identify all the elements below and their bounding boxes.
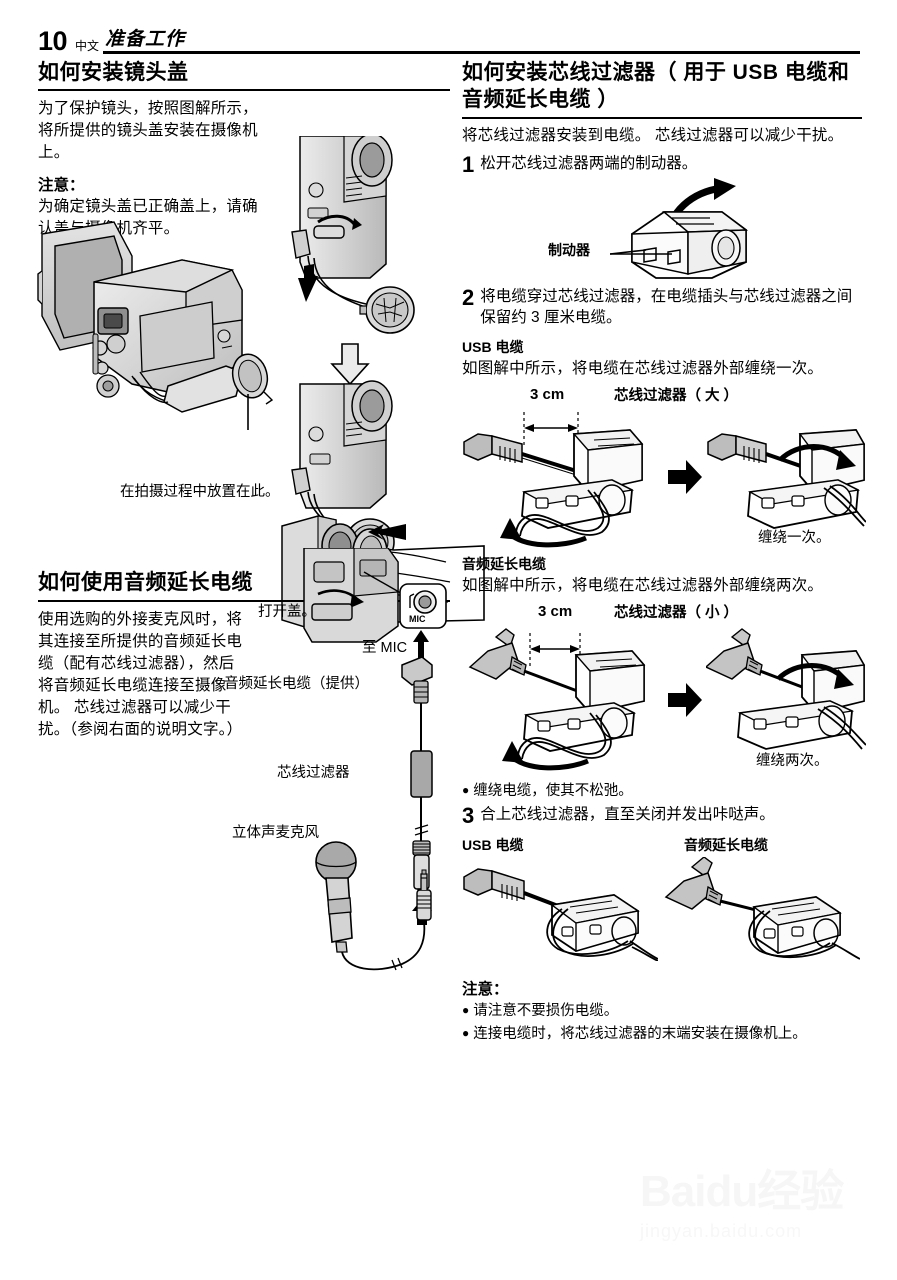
audio-core-filter-label: 芯线过滤器（ 小 ） xyxy=(614,605,739,622)
label-audio-ext-cable: 音频延长电缆（提供） xyxy=(224,676,369,692)
section-name: 准备工作 xyxy=(105,29,186,50)
step-1-number: 1 xyxy=(462,151,475,177)
usb-dimension-3cm: 3 cm xyxy=(530,386,565,404)
bullet-dot-icon: ● xyxy=(462,1026,470,1041)
note-item-2: ● 连接电缆时，将芯线过滤器的末端安装在摄像机上。 xyxy=(462,1024,862,1045)
audio-cable-after-illustration xyxy=(706,625,866,773)
usb-core-filter-label: 芯线过滤器（ 大 ） xyxy=(614,388,739,405)
label-to-mic: 至 MIC xyxy=(362,640,408,656)
lens-cap-heading-rule xyxy=(38,89,450,92)
right-column: 如何安装芯线过滤器（ 用于 USB 电缆和音频延长电缆 ） 将芯线过滤器安装到电… xyxy=(462,60,866,1045)
label-stopper: 制动器 xyxy=(548,241,590,258)
label-stereo-mic: 立体声麦克风 xyxy=(232,825,319,841)
audio-closed-core-illustration xyxy=(664,857,860,961)
lens-cap-paragraph: 为了保护镜头，按照图解所示，将所提供的镜头盖安装在摄像机上。 xyxy=(38,100,258,162)
bullet-dot-icon: ● xyxy=(462,1003,470,1018)
label-mic-port: MIC xyxy=(409,614,426,624)
usb-closed-core-illustration xyxy=(462,861,658,962)
label-open-cover: 打开盖。 xyxy=(258,604,316,620)
step3-usb-caption: USB 电缆 xyxy=(462,837,524,854)
stereo-microphone-illustration xyxy=(290,840,450,976)
usb-cable-before-illustration xyxy=(462,406,662,548)
to-mic-arrow-icon xyxy=(413,630,429,662)
page-number: 10 xyxy=(38,26,68,56)
usb-wrap-figure: 3 cm 芯线过滤器（ 大 ） xyxy=(462,386,866,552)
note-item-2-text: 连接电缆时，将芯线过滤器的末端安装在摄像机上。 xyxy=(473,1026,807,1043)
usb-wrap-once-caption: 缠绕一次。 xyxy=(758,530,831,547)
wrap-tight-bullet-text: 缠绕电缆，使其不松弛。 xyxy=(473,783,633,800)
audio-wrap-twice-caption: 缠绕两次。 xyxy=(756,753,829,770)
step-3: 3 合上芯线过滤器，直至关闭并发出咔哒声。 xyxy=(462,804,862,827)
notes-title: 注意： xyxy=(462,981,509,999)
page-language: 中文 xyxy=(75,39,100,53)
page-header: 10 中文 准备工作 xyxy=(38,26,860,60)
audio-step-arrow-icon xyxy=(668,683,702,718)
core-filter-intro: 将芯线过滤器安装到电缆。 芯线过滤器可以减少干扰。 xyxy=(462,126,844,144)
usb-cable-heading: USB 电缆 xyxy=(462,339,524,356)
step3-audio-caption: 音频延长电缆 xyxy=(684,837,768,854)
core-filter-heading-rule xyxy=(462,116,862,119)
usb-cable-after-illustration xyxy=(706,408,866,548)
usb-cable-text: 如图解中所示，将电缆在芯线过滤器外部缠绕一次。 xyxy=(462,360,824,378)
watermark-line-1: Baidu经验 xyxy=(640,1167,844,1216)
core-filter-heading: 如何安装芯线过滤器（ 用于 USB 电缆和音频延长电缆 ） xyxy=(462,61,850,111)
audio-cable-heading: 如何使用音频延长电缆 xyxy=(38,571,253,595)
step-2-number: 2 xyxy=(462,284,475,310)
wrap-tight-bullet: ● 缠绕电缆，使其不松弛。 xyxy=(462,781,862,802)
camcorder-illustration xyxy=(36,216,286,431)
step-3-figure: USB 电缆 音频延长电缆 xyxy=(462,835,862,967)
step-1: 1 松开芯线过滤器两端的制动器。 xyxy=(462,153,862,176)
audio-wrap-figure: 3 cm 芯线过滤器（ 小 ） xyxy=(462,603,866,775)
mic-port-callout xyxy=(398,582,448,630)
label-core-filter: 芯线过滤器 xyxy=(277,765,350,781)
step-1-figure: 制动器 xyxy=(462,176,862,284)
lens-cap-note-title: 注意： xyxy=(38,177,85,195)
note-item-1-text: 请注意不要损伤电缆。 xyxy=(473,1003,619,1020)
audio-cable-paragraph: 使用选购的外接麦克风时，将其连接至所提供的音频延长电缆（配有芯线过滤器），然后将… xyxy=(38,610,243,738)
step-1-text: 松开芯线过滤器两端的制动器。 xyxy=(480,154,698,172)
baidu-watermark: Baidu经验 jingyan.baidu.com xyxy=(640,1155,880,1255)
bullet-dot-icon: ● xyxy=(462,783,470,798)
step-2-text: 将电缆穿过芯线过滤器，在电缆插头与芯线过滤器之间保留约 3 厘米电缆。 xyxy=(480,287,853,327)
note-item-1: ● 请注意不要损伤电缆。 xyxy=(462,1001,862,1022)
audio-cable-before-illustration xyxy=(462,623,662,773)
usb-step-arrow-icon xyxy=(668,460,702,495)
step-3-number: 3 xyxy=(462,803,475,829)
mic-connection-illustration xyxy=(268,548,450,648)
audio-cable-heading-r: 音频延长电缆 xyxy=(462,556,546,573)
audio-cable-text-r: 如图解中所示，将电缆在芯线过滤器外部缠绕两次。 xyxy=(462,577,824,595)
ferrite-core-open-illustration xyxy=(610,177,800,282)
header-divider xyxy=(103,51,860,54)
step-2: 2 将电缆穿过芯线过滤器，在电缆插头与芯线过滤器之间保留约 3 厘米电缆。 xyxy=(462,286,862,329)
step-3-text: 合上芯线过滤器，直至关闭并发出咔哒声。 xyxy=(480,806,775,824)
caption-place-here: 在拍摄过程中放置在此。 xyxy=(120,484,280,501)
audio-cable-heading-rule xyxy=(38,599,450,602)
audio-dimension-3cm: 3 cm xyxy=(538,603,573,621)
watermark-line-2: jingyan.baidu.com xyxy=(640,1221,803,1241)
lens-cap-heading: 如何安装镜头盖 xyxy=(38,61,189,84)
